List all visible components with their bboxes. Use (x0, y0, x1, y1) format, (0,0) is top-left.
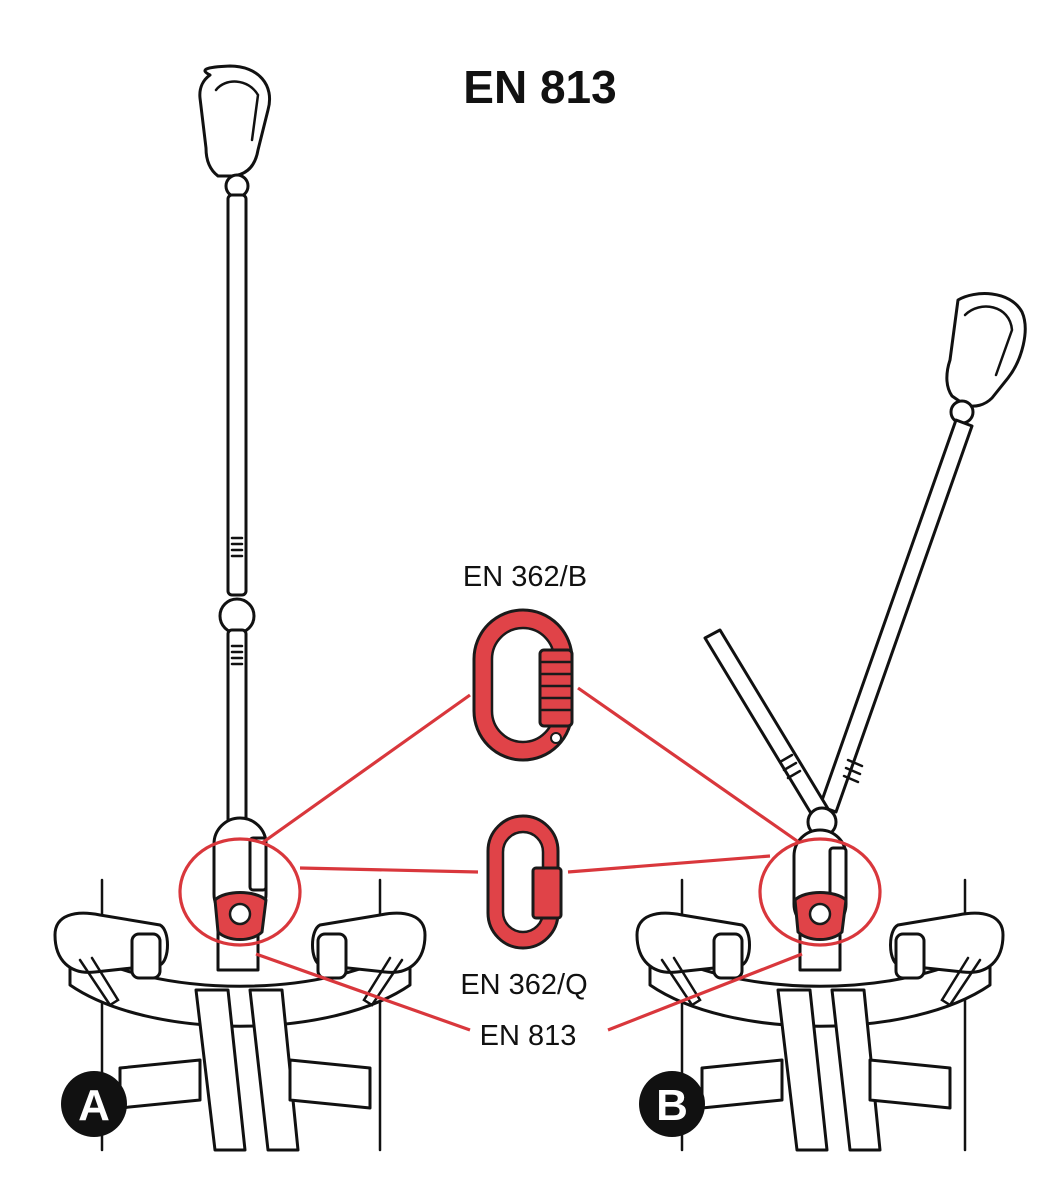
diagram-title: EN 813 (463, 61, 616, 113)
highlight-circle-b (758, 837, 882, 947)
badge-a: A (61, 1071, 127, 1137)
connector-b-red (793, 891, 848, 941)
badge-b: B (639, 1071, 705, 1137)
badge-b-text: B (656, 1081, 688, 1130)
carabiner-en362b (472, 608, 574, 762)
harness-a (53, 878, 427, 1152)
maillon-en362q (486, 814, 563, 950)
lanyard-b (703, 292, 1027, 838)
connector-a-red (213, 891, 268, 941)
label-en362q: EN 362/Q (460, 969, 587, 1001)
harness-b (635, 878, 1005, 1152)
label-en362b: EN 362/B (463, 561, 587, 593)
badge-a-text: A (78, 1081, 110, 1130)
lanyard-a (198, 64, 271, 832)
highlight-circle-a (178, 837, 302, 947)
label-en813: EN 813 (480, 1020, 577, 1052)
callout-lines (255, 686, 803, 1032)
